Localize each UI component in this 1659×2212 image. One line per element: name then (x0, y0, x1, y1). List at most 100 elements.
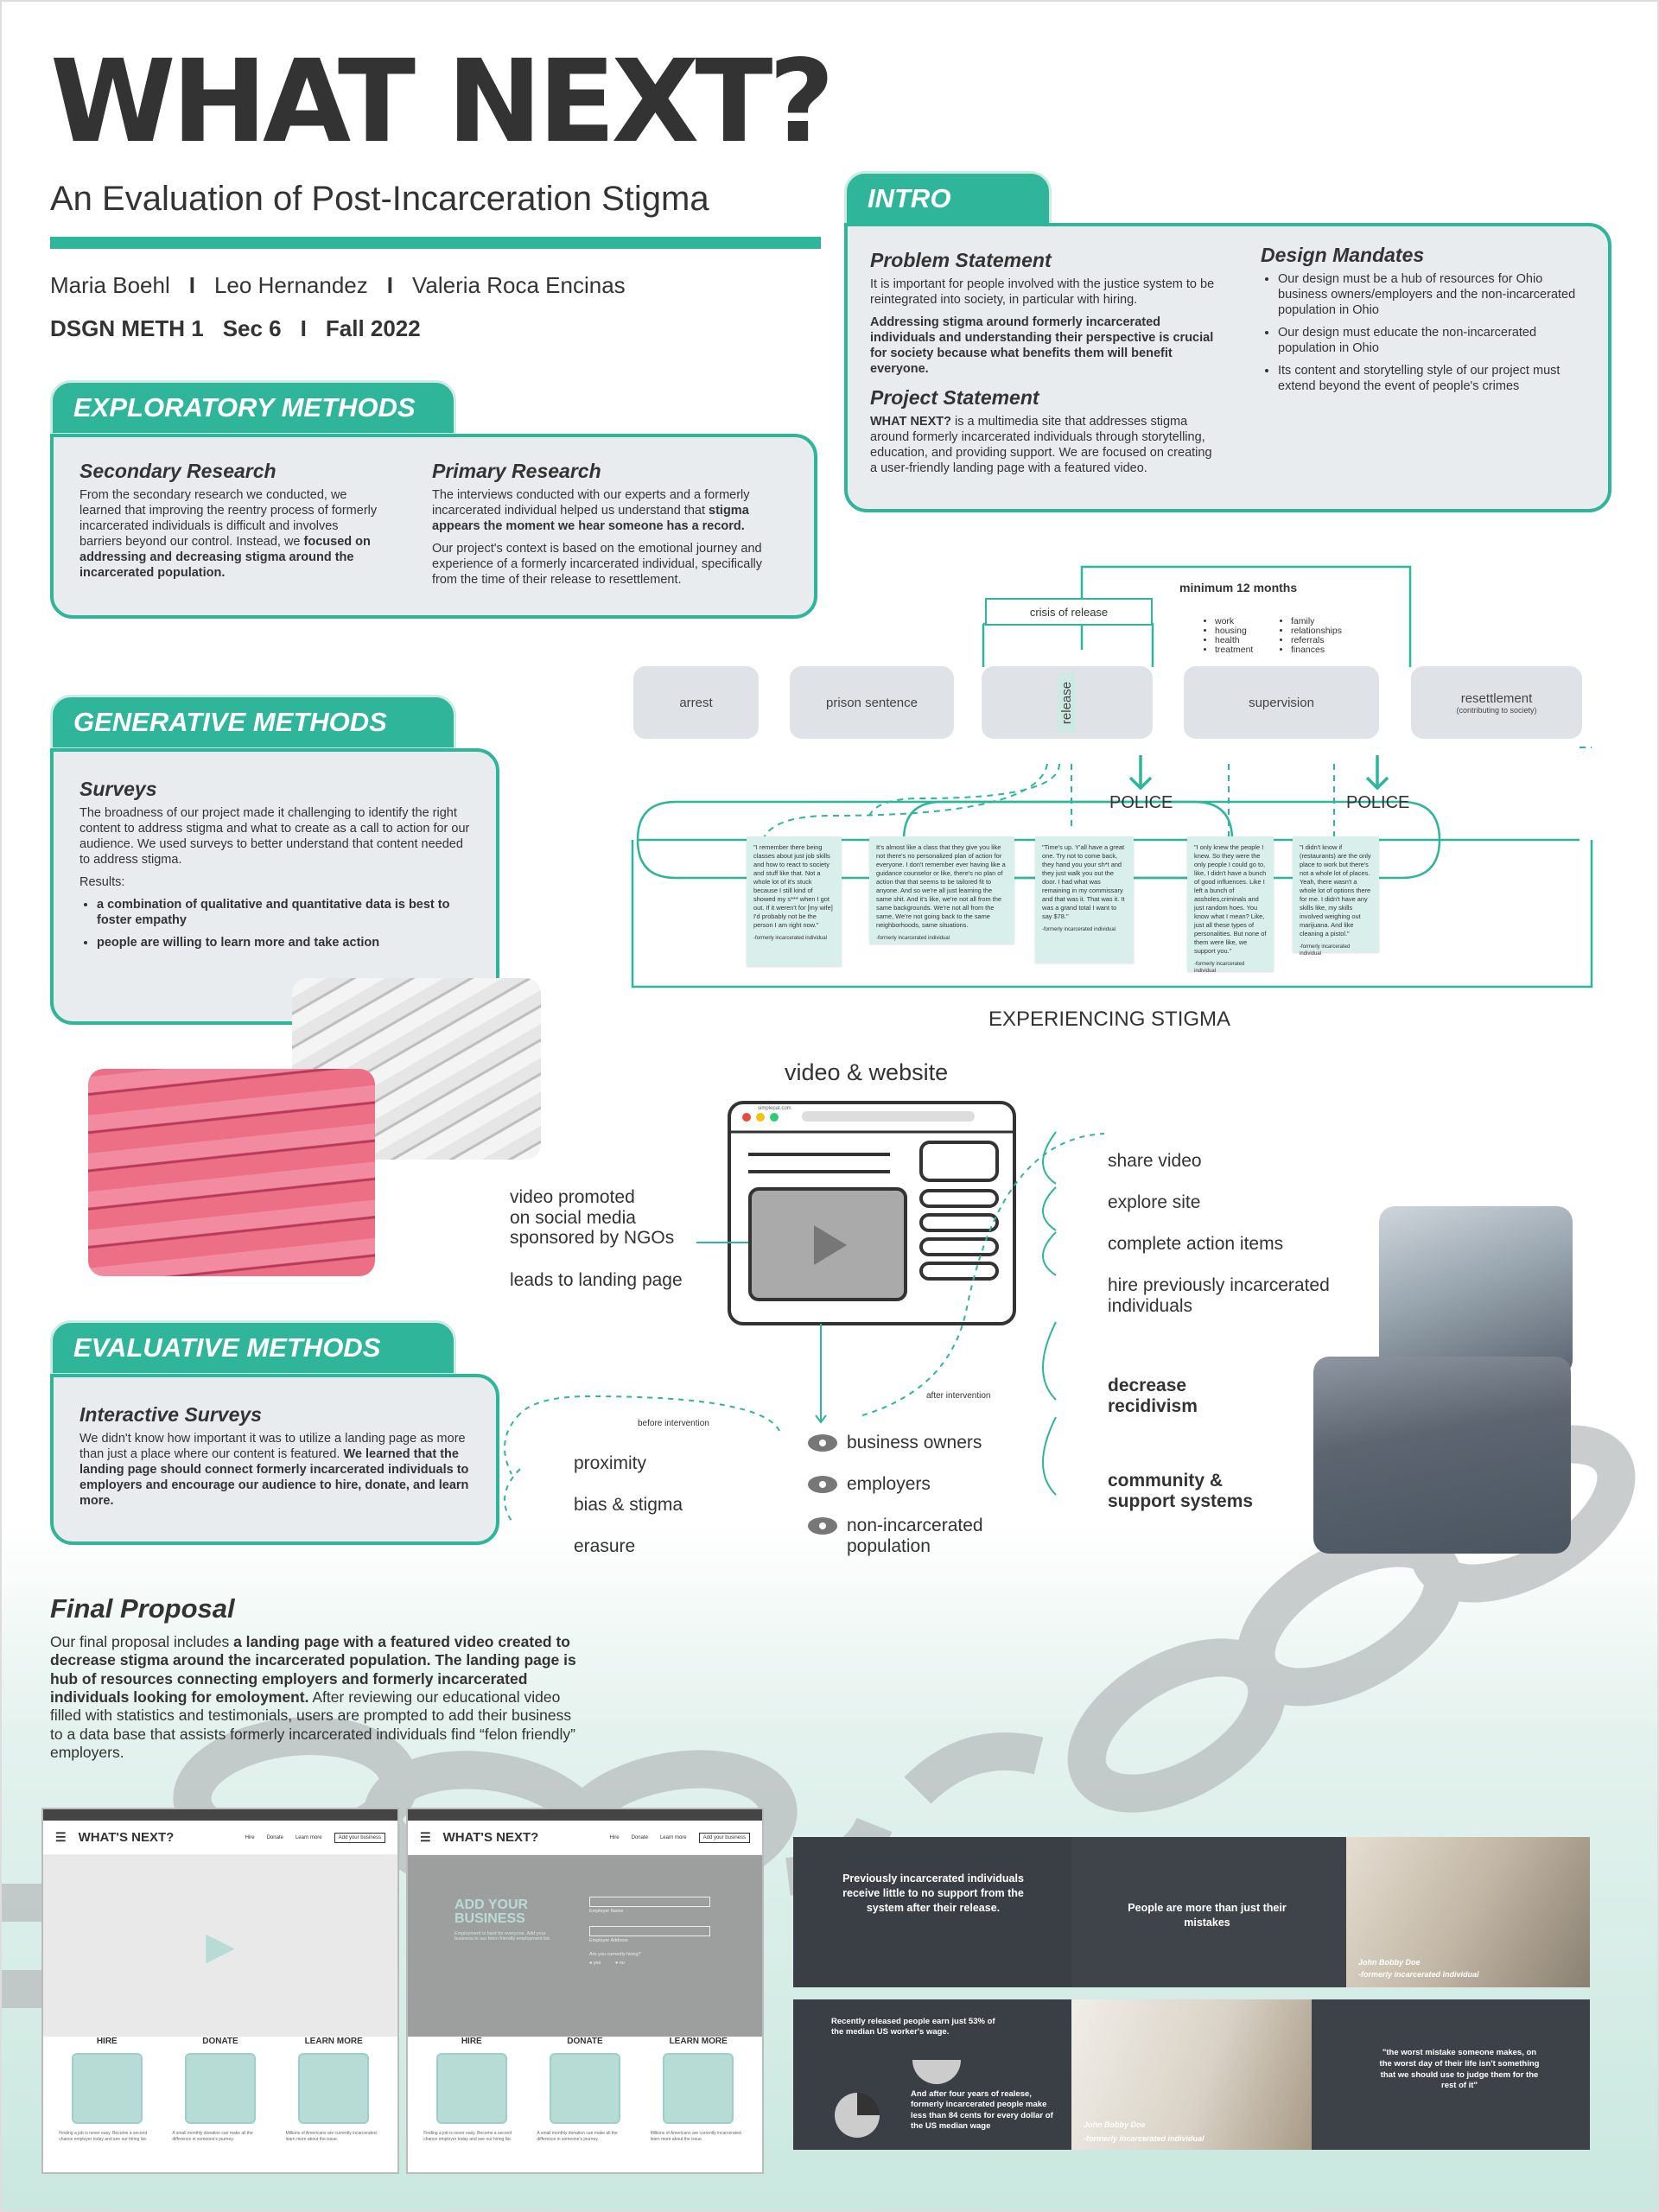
employer-address-field[interactable] (589, 1926, 710, 1936)
quote-card: "Time's up. Y'all have a great one. Try … (1035, 836, 1134, 963)
mock-nav-learn[interactable]: Learn more (295, 1834, 322, 1840)
frame-name: John Bobby Doe (1084, 2120, 1146, 2129)
resettlement-note: (contributing to society) (1456, 705, 1537, 715)
quote-source: -formerly incarcerated individual (1300, 944, 1351, 957)
proposal-intro: Our final proposal includes (50, 1633, 234, 1650)
frame-text: Previously incarcerated individuals rece… (842, 1872, 1024, 1914)
mock-col-donate: DONATE A small monthly donation can make … (528, 2037, 641, 2142)
brain-icon[interactable] (298, 2053, 370, 2124)
exploratory-card: Secondary Research From the secondary re… (50, 434, 817, 619)
frame-role: -formerly incarcerated individual (1358, 1970, 1479, 1979)
employer-address-label: Employer Address (589, 1938, 628, 1943)
minimum-12-months-label: minimum 12 months (1179, 581, 1298, 594)
mock-nav-hire[interactable]: Hire (609, 1834, 620, 1840)
secondary-research-title: Secondary Research (79, 460, 276, 482)
stage-supervision: supervision (1184, 666, 1379, 739)
proposal-body: After reviewing our educational video fi… (50, 1688, 575, 1762)
surveys-title: Surveys (79, 778, 157, 800)
problem-statement-title: Problem Statement (870, 249, 1052, 271)
results-label: Results: (79, 874, 125, 889)
quote-card: "I only knew the people I knew. So they … (1187, 836, 1274, 974)
menu-icon[interactable]: ☰ (420, 1830, 431, 1844)
mock-brand: WHAT'S NEXT? (78, 1830, 175, 1845)
police-label-1: POLICE (1109, 793, 1173, 812)
project-statement-title: Project Statement (870, 385, 1039, 409)
video-website-title: video & website (785, 1059, 949, 1085)
course-info: DSGN METH 1 Sec 6 I Fall 2022 (50, 315, 421, 342)
audience-business-owners: business owners (847, 1433, 982, 1452)
col-text: Finding a job is never easy. Become a se… (59, 2131, 148, 2142)
evaluative-tab: EVALUATIVE METHODS (50, 1320, 456, 1376)
surveys-text: The broadness of our project made it cha… (79, 806, 470, 867)
video-promoted-text: video promoted on social media sponsored… (510, 1187, 674, 1249)
mock-nav-donate[interactable]: Donate (631, 1834, 648, 1840)
mandate-item: Our design must educate the non-incarcer… (1278, 326, 1589, 357)
need-item: work (1215, 616, 1253, 626)
hiring-no-radio[interactable]: ● no (615, 1961, 625, 1966)
video-frame: John Bobby Doe -formerly incarcerated in… (1346, 1837, 1590, 1987)
hire-icon[interactable] (71, 2053, 143, 2124)
video-frame: Recently released people earn just 53% o… (793, 1999, 1071, 2150)
donate-icon[interactable] (184, 2053, 256, 2124)
brain-icon[interactable] (663, 2053, 734, 2124)
before-intervention-label: before intervention (638, 1419, 709, 1428)
col-text: A small monthly donation can make all th… (537, 2131, 618, 2142)
mock-add-business-button[interactable]: Add your business (698, 1832, 750, 1843)
frame-text: "the worst mistake someone makes, on the… (1379, 2048, 1540, 2091)
quote-source: -formerly incarcerated individual (1194, 961, 1245, 974)
need-item: housing (1215, 626, 1253, 636)
separator: I (300, 315, 307, 341)
needs-list-a: work housing health treatment (1215, 616, 1253, 655)
col-title: DONATE (567, 2037, 603, 2046)
author-name: Maria Boehl (50, 272, 170, 298)
hire-icon[interactable] (435, 2053, 507, 2124)
employer-name-label: Employer Name (589, 1909, 624, 1914)
col-title: HIRE (96, 2037, 118, 2046)
action-hire: hire previously incarcerated individuals (1108, 1275, 1330, 1316)
play-icon[interactable]: ▶ (206, 1924, 235, 1967)
quote-text: "Time's up. Y'all have a great one. Try … (1042, 843, 1125, 920)
menu-icon[interactable]: ☰ (55, 1830, 67, 1844)
course-term: Fall 2022 (325, 315, 421, 341)
evaluative-emphasis: We learned that the landing page should … (79, 1446, 469, 1508)
crisis-of-release-label: crisis of release (985, 598, 1153, 626)
primary-emphasis: stigma appears the moment we hear someon… (432, 503, 749, 533)
mock-add-business-button[interactable]: Add your business (334, 1832, 385, 1843)
project-name: WHAT NEXT? (870, 414, 951, 429)
flow-line: on social media (510, 1207, 636, 1228)
primary-research-title: Primary Research (432, 460, 601, 482)
yes-label: yes (593, 1961, 601, 1966)
proposal-emphasis: a landing page with a featured video cre… (50, 1633, 576, 1707)
final-proposal-title: Final Proposal (50, 1593, 235, 1624)
quote-text: It's almost like a class that they give … (876, 843, 1006, 929)
mock-nav-learn[interactable]: Learn more (659, 1834, 687, 1840)
frame-text: People are more than just their mistakes (1128, 1902, 1287, 1929)
employer-name-field[interactable] (589, 1897, 710, 1907)
hiring-yes-radio[interactable]: ● yes (589, 1961, 601, 1966)
stage-resettlement: resettlement(contributing to society) (1411, 666, 1582, 739)
audience-non-incarcerated: non-incarcerated population (847, 1516, 983, 1557)
author-name: Valeria Roca Encinas (412, 272, 626, 298)
action-explore-site: explore site (1108, 1192, 1201, 1212)
workshop-photo-2 (1313, 1357, 1571, 1554)
quote-card: It's almost like a class that they give … (869, 836, 1014, 944)
add-business-subtitle: Employment is hard for everyone. Add you… (454, 1931, 551, 1942)
mock-nav-donate[interactable]: Donate (266, 1834, 283, 1840)
mock-header: ☰ WHAT'S NEXT? Hire Donate Learn more Ad… (43, 1821, 397, 1855)
video-frame: "the worst mistake someone makes, on the… (1312, 1999, 1590, 2150)
audience-employers: employers (847, 1474, 931, 1494)
problem-text: It is important for people involved with… (870, 277, 1215, 307)
quote-card: "I didn't know if (restaurants) are the … (1293, 836, 1379, 957)
featured-video-area[interactable]: ▶ (43, 1855, 397, 2037)
flow-diagram (504, 1101, 1105, 1535)
browser-url: simplepat.com (758, 1106, 791, 1111)
donate-icon[interactable] (549, 2053, 620, 2124)
mock-nav-hire[interactable]: Hire (245, 1834, 255, 1840)
mock-columns: HIRE Finding a job is never easy. Become … (43, 2037, 397, 2166)
generative-tab: GENERATIVE METHODS (50, 695, 456, 750)
outcome-community: community & support systems (1108, 1471, 1254, 1511)
col-title: LEARN MORE (304, 2037, 363, 2046)
